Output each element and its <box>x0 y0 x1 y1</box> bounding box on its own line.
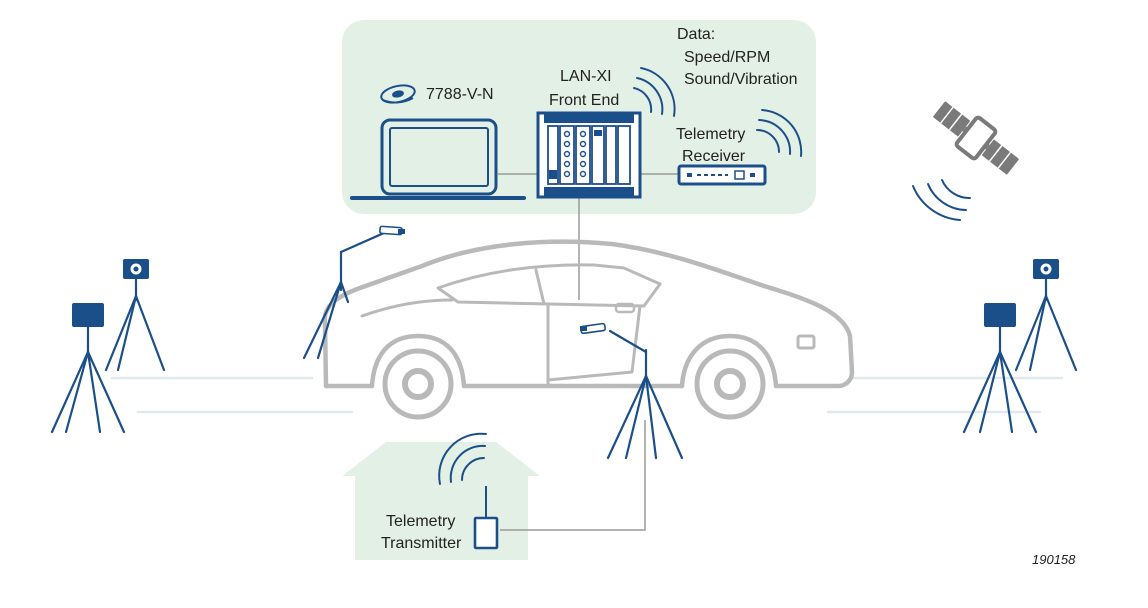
camera-tripod-icon <box>1014 259 1078 372</box>
camera-tripod-icon <box>104 259 166 372</box>
receiver-label-line1: Telemetry <box>676 126 746 143</box>
transmitter-label-line1: Telemetry <box>386 513 456 530</box>
receiver-label-line2: Receiver <box>682 148 746 165</box>
transmitter-label-line2: Transmitter <box>381 535 462 552</box>
wireless-signal-icon <box>438 67 803 485</box>
camera-tripod-icon <box>50 303 126 434</box>
road-lines <box>110 376 1064 414</box>
telemetry-receiver-icon <box>677 164 767 186</box>
satellite-signal-icon <box>912 179 971 221</box>
microphone-tripod-icon <box>302 225 405 360</box>
satellite-icon <box>933 101 1019 175</box>
data-item-speed: Speed/RPM <box>684 49 771 66</box>
software-label: 7788-V-N <box>426 86 494 103</box>
telemetry-transmitter-icon <box>473 486 499 550</box>
car-wheels <box>382 348 766 420</box>
lanxi-label-line1: LAN-XI <box>560 68 612 85</box>
laptop-icon <box>350 118 526 200</box>
cables <box>498 173 680 531</box>
software-disc-icon <box>380 84 416 104</box>
figure-number: 190158 <box>1032 552 1076 567</box>
lan-xi-front-end-icon <box>536 111 642 199</box>
lanxi-label-line2: Front End <box>549 92 620 109</box>
camera-tripod-icon <box>962 303 1038 434</box>
data-title: Data: <box>677 26 716 43</box>
microphone-tripod-icon <box>580 322 684 460</box>
data-item-sound: Sound/Vibration <box>684 71 798 88</box>
car-outline <box>322 239 855 389</box>
